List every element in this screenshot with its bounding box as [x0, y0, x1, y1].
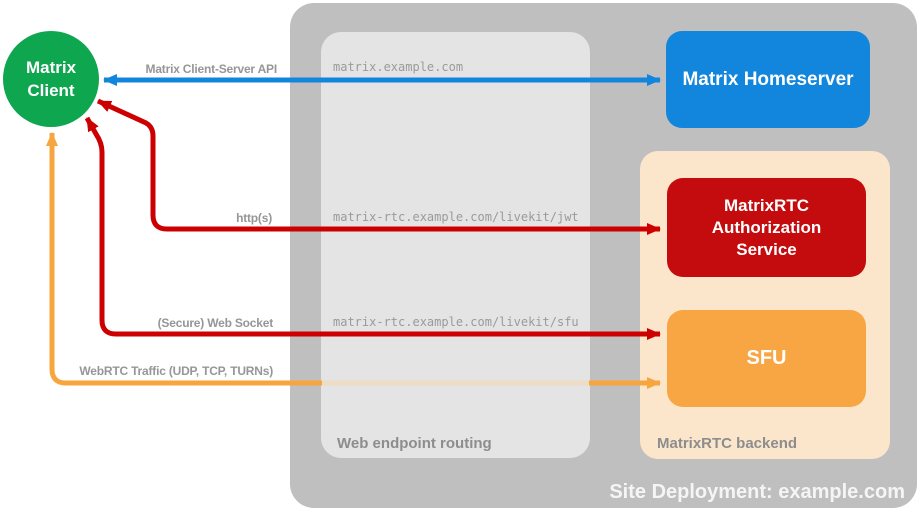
site-deployment-label: Site Deployment: example.com — [609, 481, 905, 503]
webrtc-traffic-arrow-label: WebRTC Traffic (UDP, TCP, TURNs) — [79, 364, 273, 378]
matrixrtc-authorization-service-node: MatrixRTC Authorization Service — [667, 178, 866, 277]
endpoint-matrix-example-com: matrix.example.com — [333, 60, 464, 74]
web-endpoint-routing-container — [321, 32, 590, 458]
client-server-api-arrow-label: Matrix Client-Server API — [145, 62, 278, 76]
matrix-homeserver-node: Matrix Homeserver — [666, 31, 870, 128]
https-arrow-label: http(s) — [236, 211, 272, 225]
matrix-homeserver-label: Matrix Homeserver — [682, 68, 854, 90]
matrixrtc-backend-label: MatrixRTC backend — [657, 435, 798, 452]
sfu-node: SFU — [667, 310, 866, 407]
matrix-client-node: Matrix Client — [3, 31, 99, 127]
sfu-label: SFU — [746, 347, 787, 369]
matrixrtc-authorization-service-label: MatrixRTC Authorization Service — [711, 195, 822, 259]
web-socket-arrow-label: (Secure) Web Socket — [157, 316, 274, 330]
endpoint-livekit-sfu: matrix-rtc.example.com/livekit/sfu — [333, 315, 579, 329]
web-endpoint-routing-label: Web endpoint routing — [337, 435, 492, 452]
matrix-client-label: Matrix Client — [25, 58, 77, 100]
endpoint-livekit-jwt: matrix-rtc.example.com/livekit/jwt — [333, 210, 579, 224]
